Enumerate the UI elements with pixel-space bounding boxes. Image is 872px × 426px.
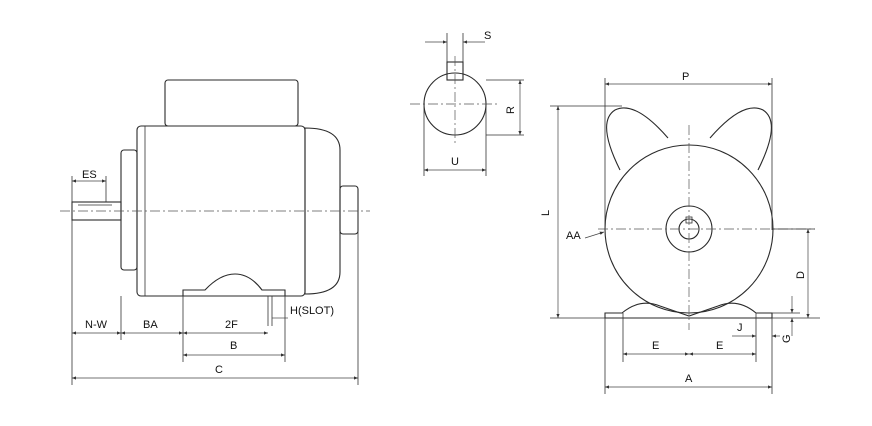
left-ear xyxy=(606,107,669,171)
front-view: P L AA D G J E E A xyxy=(540,71,820,394)
right-ear xyxy=(709,107,772,171)
base-foot xyxy=(182,273,286,297)
label-es: ES xyxy=(82,169,97,181)
label-h-slot: H(SLOT) xyxy=(290,305,334,317)
label-a: A xyxy=(685,373,693,385)
label-ba: BA xyxy=(143,319,158,331)
rear-bearing-cap xyxy=(339,185,359,235)
front-end-bell xyxy=(120,149,138,271)
label-g: G xyxy=(781,334,793,343)
label-2f: 2F xyxy=(225,319,238,331)
terminal-box xyxy=(164,79,299,127)
label-aa: AA xyxy=(566,230,581,242)
label-e-right: E xyxy=(716,340,723,352)
label-b: B xyxy=(230,340,237,352)
label-j: J xyxy=(737,322,743,334)
shaft-section-view: S R U xyxy=(410,30,524,176)
label-u: U xyxy=(451,156,459,168)
front-base xyxy=(604,302,773,319)
label-p: P xyxy=(682,71,689,83)
label-nw: N-W xyxy=(85,319,108,331)
label-l: L xyxy=(540,210,552,216)
label-r: R xyxy=(505,106,517,114)
label-d: D xyxy=(795,271,807,279)
rear-end-bell xyxy=(304,127,341,295)
side-view: ES N-W BA 2F H(SLOT) B C xyxy=(60,79,370,385)
label-c: C xyxy=(215,364,223,376)
label-e-left: E xyxy=(652,340,659,352)
label-s: S xyxy=(484,30,491,42)
